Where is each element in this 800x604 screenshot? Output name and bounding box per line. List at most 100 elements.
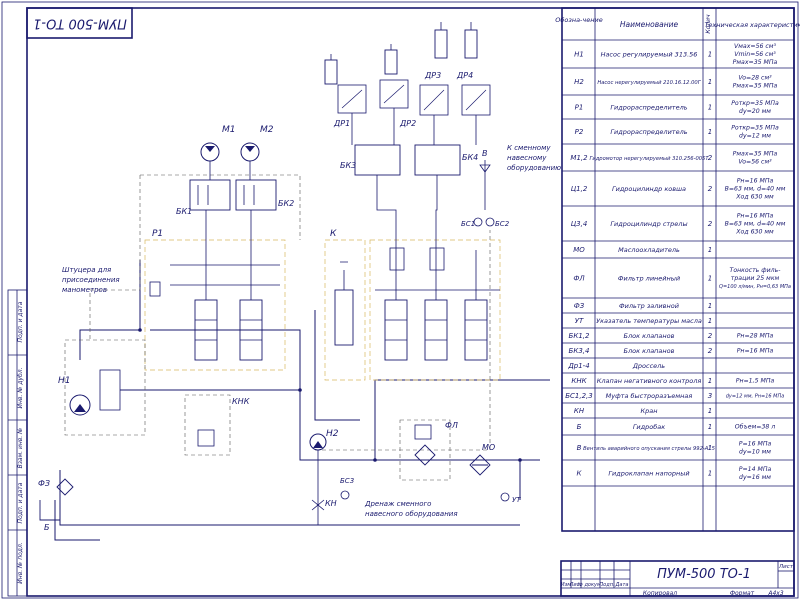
tb-copied: Копировал [643, 590, 677, 597]
th-qty: Колич [705, 14, 712, 34]
spec-row-qty: 2 [708, 185, 713, 193]
spec-row-spec: Vo=56 см³ [738, 159, 772, 166]
label-bs1: БС1 [461, 220, 475, 228]
label-dr4: ДР4 [456, 71, 473, 80]
spec-row-spec: P=16 МПа [739, 441, 772, 448]
spec-row-spec: Тонкость филь- [730, 267, 781, 274]
label-knk: КНК [232, 397, 250, 406]
spec-row-spec: Pмах=35 МПа [733, 59, 778, 66]
spec-row-spec: Vmin=56 см³ [734, 51, 776, 58]
spec-row-name: Маслоохладитель [618, 246, 680, 254]
spec-row-name: Блок клапанов [624, 332, 675, 340]
cylinders [324, 22, 478, 85]
pump-line-1 [79, 260, 141, 360]
label-bk4: БК4 [462, 153, 478, 162]
spec-row-spec: P=14 МПа [739, 466, 772, 473]
spec-row-name: Блок клапанов [624, 347, 675, 355]
spec-row-code: Др1-4 [567, 362, 589, 370]
label-b: В [482, 149, 488, 158]
spec-row-code: БК1,2 [569, 332, 590, 340]
pressure-line-2 [314, 310, 360, 421]
spec-row-spec: Pмах=35 МПа [733, 83, 778, 90]
tb-col-list: Лист [569, 582, 584, 588]
spec-row-spec: Q=100 л/мин, Pн=0,63 МПа [719, 284, 791, 290]
label-m2: М2 [260, 125, 274, 135]
side-stamps: Подп. и дата Инв. № дубл. Взам. инв. № П… [7, 289, 28, 597]
spec-row-name: Гидромотор нерегулируемый 310.256-005Т [589, 156, 709, 162]
spec-row-qty: 1 [708, 377, 712, 385]
label-bs3: БС3 [340, 477, 354, 485]
th-name: Наименование [620, 20, 679, 29]
th-code: Обозна-чение [555, 16, 602, 24]
note-drain-2: навесного оборудования [365, 510, 458, 518]
note-attach-3: оборудованию [507, 164, 561, 172]
spec-row-spec: В=63 мм, d=40 мм [725, 186, 786, 193]
spec-row-code: МО [573, 246, 585, 254]
spec-row-name: Насос регулируемый 313.56 [601, 51, 698, 59]
distributor-p1-boundary [144, 239, 286, 371]
spec-row-spec: В=63 мм, d=40 мм [725, 221, 786, 228]
label-dr3: ДР3 [424, 71, 441, 80]
tb-format-value: А4х3 [767, 590, 783, 597]
spec-row-name: Дроссель [632, 362, 665, 370]
schematic: М1 М2 БК1 БК2 Р1 К [38, 22, 561, 541]
stamp-2: Инв. № дубл. [17, 367, 24, 408]
spec-row-spec: dу=12 мм, Pн=16 МПа [726, 394, 785, 400]
title-block: Изм Лист № докум. Подп. Дата ПУМ-500 ТО-… [560, 560, 795, 597]
spec-row-name: Гидрораспределитель [610, 104, 687, 112]
spec-row-qty: 2 [708, 154, 713, 162]
spec-row-spec: Pн=16 МПа [737, 348, 774, 355]
spec-row-code: БК3,4 [569, 347, 590, 355]
code-top: ПУМ-500 ТО-1 [33, 16, 127, 31]
spec-row-qty: 2 [708, 332, 713, 340]
label-kn: КН [325, 499, 337, 508]
spec-row-spec: Pоткр=35 МПа [731, 125, 779, 132]
spec-row-name: Гидрораспределитель [610, 128, 687, 136]
label-dr1: ДР1 [333, 119, 350, 128]
label-fz: ФЗ [38, 479, 50, 488]
label-p1: Р1 [152, 229, 163, 239]
spec-row-spec: Pн=28 МПа [737, 333, 774, 340]
spec-row-code: К [577, 470, 583, 478]
stamp-1: Подп. и дата [17, 301, 24, 342]
note-attach-2: навесному [507, 154, 547, 162]
label-k: К [330, 229, 337, 239]
label-ut: УТ [512, 496, 521, 504]
note-manometer-1: Штуцера для [62, 266, 111, 274]
spec-row-code: БС1,2,3 [565, 392, 593, 400]
spec-row-spec: dу=16 мм [739, 474, 771, 481]
spec-row-name: Гидроклапан напорный [608, 470, 689, 478]
tb-doc-number: ПУМ-500 ТО-1 [657, 567, 751, 582]
spec-row-spec: Vмах=56 см³ [734, 43, 776, 50]
spec-row-code: Р1 [575, 104, 584, 112]
tb-col-doc: № докум. [577, 582, 603, 588]
block-bk4 [414, 144, 461, 176]
spec-row-code: Н2 [574, 78, 584, 86]
spec-row-name: Гидроцилиндр ковша [612, 185, 686, 193]
spec-row-spec: трации 25 мкм [731, 275, 780, 282]
tb-sheet-label: Лист [778, 564, 794, 570]
label-bk3: БК3 [340, 161, 356, 170]
spec-row-spec: Pн=16 МПа [737, 213, 774, 220]
spec-row-name: Гидробак [633, 423, 665, 431]
spec-table: Обозна-чение Наименование Колич Техничес… [555, 7, 800, 532]
spec-row-qty: 1 [708, 51, 712, 59]
spec-row-spec: Pн=1,5 МПа [736, 378, 775, 385]
valve-k-boundary [324, 239, 366, 381]
label-n2: Н2 [326, 429, 339, 439]
note-manometer-3: манометров [62, 286, 107, 294]
spec-row-spec: Pмах=35 МПа [733, 151, 778, 158]
spec-row-qty: 2 [708, 347, 713, 355]
pressure-line [120, 389, 540, 461]
tb-format: Формат [730, 590, 755, 597]
spec-row-qty: 1 [708, 444, 712, 452]
spec-row-qty: 1 [708, 317, 712, 325]
spec-row-code: ФЗ [574, 302, 585, 310]
stamp-4: Подп. и дата [17, 482, 24, 523]
stamp-5: Инв. № подл. [17, 542, 24, 583]
spec-row-code: В [577, 444, 582, 452]
spec-row-code: Р2 [575, 128, 584, 136]
spec-row-qty: 1 [708, 407, 712, 415]
